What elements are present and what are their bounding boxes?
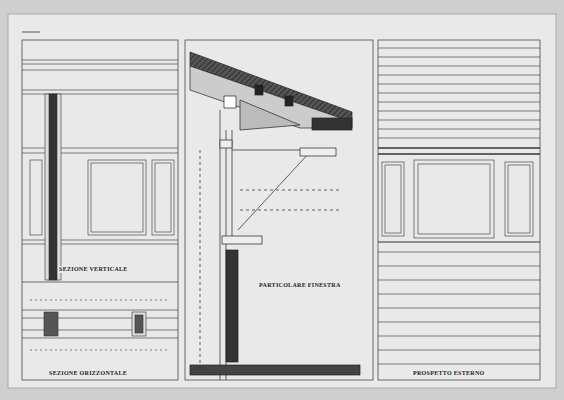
course-line	[378, 350, 540, 351]
course-line	[378, 93, 540, 94]
course-line	[378, 120, 540, 121]
view-title: PROSPETTO ESTERNO	[412, 370, 486, 377]
course-line	[378, 66, 540, 67]
horizontal-section	[22, 300, 178, 350]
course-line	[378, 294, 540, 295]
course-line	[378, 48, 540, 49]
course-line	[378, 129, 540, 130]
vertical-section	[22, 60, 178, 280]
course-line	[378, 252, 540, 253]
course-line	[378, 280, 540, 281]
exterior-elevation	[378, 48, 540, 364]
frames	[22, 40, 540, 380]
course-line	[378, 266, 540, 267]
course-line	[378, 111, 540, 112]
course-line	[378, 84, 540, 85]
view-title: SEZIONE ORIZZONTALE	[48, 370, 128, 377]
course-line	[378, 322, 540, 323]
window-detail	[190, 52, 360, 380]
course-line	[378, 364, 540, 365]
course-line	[378, 336, 540, 337]
course-line	[378, 138, 540, 139]
view-title: PARTICOLARE FINESTRA	[258, 282, 342, 289]
course-line	[378, 75, 540, 76]
course-line	[378, 102, 540, 103]
course-line	[378, 57, 540, 58]
view-title: SEZIONE VERTICALE	[58, 266, 129, 273]
course-line	[378, 308, 540, 309]
sheet	[8, 14, 556, 388]
